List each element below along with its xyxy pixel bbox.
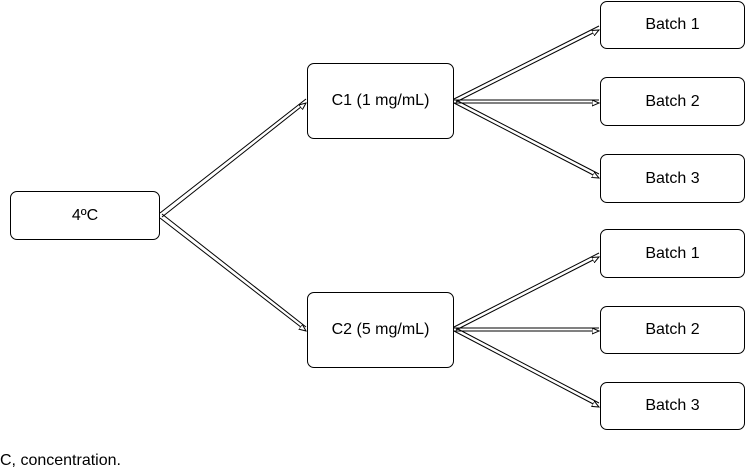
arrow-c1-to-batch3 (453, 99, 599, 178)
c2-batch-2-label: Batch 2 (645, 321, 700, 338)
c2-batch-3-node: Batch 3 (600, 382, 745, 430)
c2-batch-2-node: Batch 2 (600, 306, 745, 354)
concentration-c2-label: C2 (5 mg/mL) (331, 321, 430, 338)
arrow-c2-to-batch1 (453, 252, 599, 331)
c1-batch-2-node: Batch 2 (600, 77, 745, 126)
concentration-c2-node: C2 (5 mg/mL) (307, 292, 454, 368)
c2-batch-1-node: Batch 1 (600, 229, 745, 278)
c1-batch-2-label: Batch 2 (645, 92, 700, 110)
arrow-root-to-c1 (159, 98, 306, 218)
c1-batch-3-node: Batch 3 (600, 154, 745, 203)
c1-batch-1-label: Batch 1 (645, 16, 700, 33)
arrow-root-to-c2 (159, 213, 306, 331)
arrow-c2-to-batch3 (453, 327, 599, 407)
concentration-c1-label: C1 (1 mg/mL) (331, 92, 430, 109)
c2-batch-3-label: Batch 3 (645, 397, 700, 414)
arrow-c1-to-batch1 (453, 25, 599, 103)
c1-batch-3-label: Batch 3 (645, 169, 700, 187)
concentration-c1-node: C1 (1 mg/mL) (307, 63, 454, 139)
arrow-c2-to-batch2 (454, 328, 599, 331)
root-temperature-label: 4ºC (71, 206, 99, 224)
root-temperature-node: 4ºC (10, 191, 160, 240)
arrow-c1-to-batch2 (454, 100, 599, 103)
c1-batch-1-node: Batch 1 (600, 1, 745, 49)
diagram-caption: C, concentration. (0, 452, 121, 469)
c2-batch-1-label: Batch 1 (645, 244, 700, 262)
